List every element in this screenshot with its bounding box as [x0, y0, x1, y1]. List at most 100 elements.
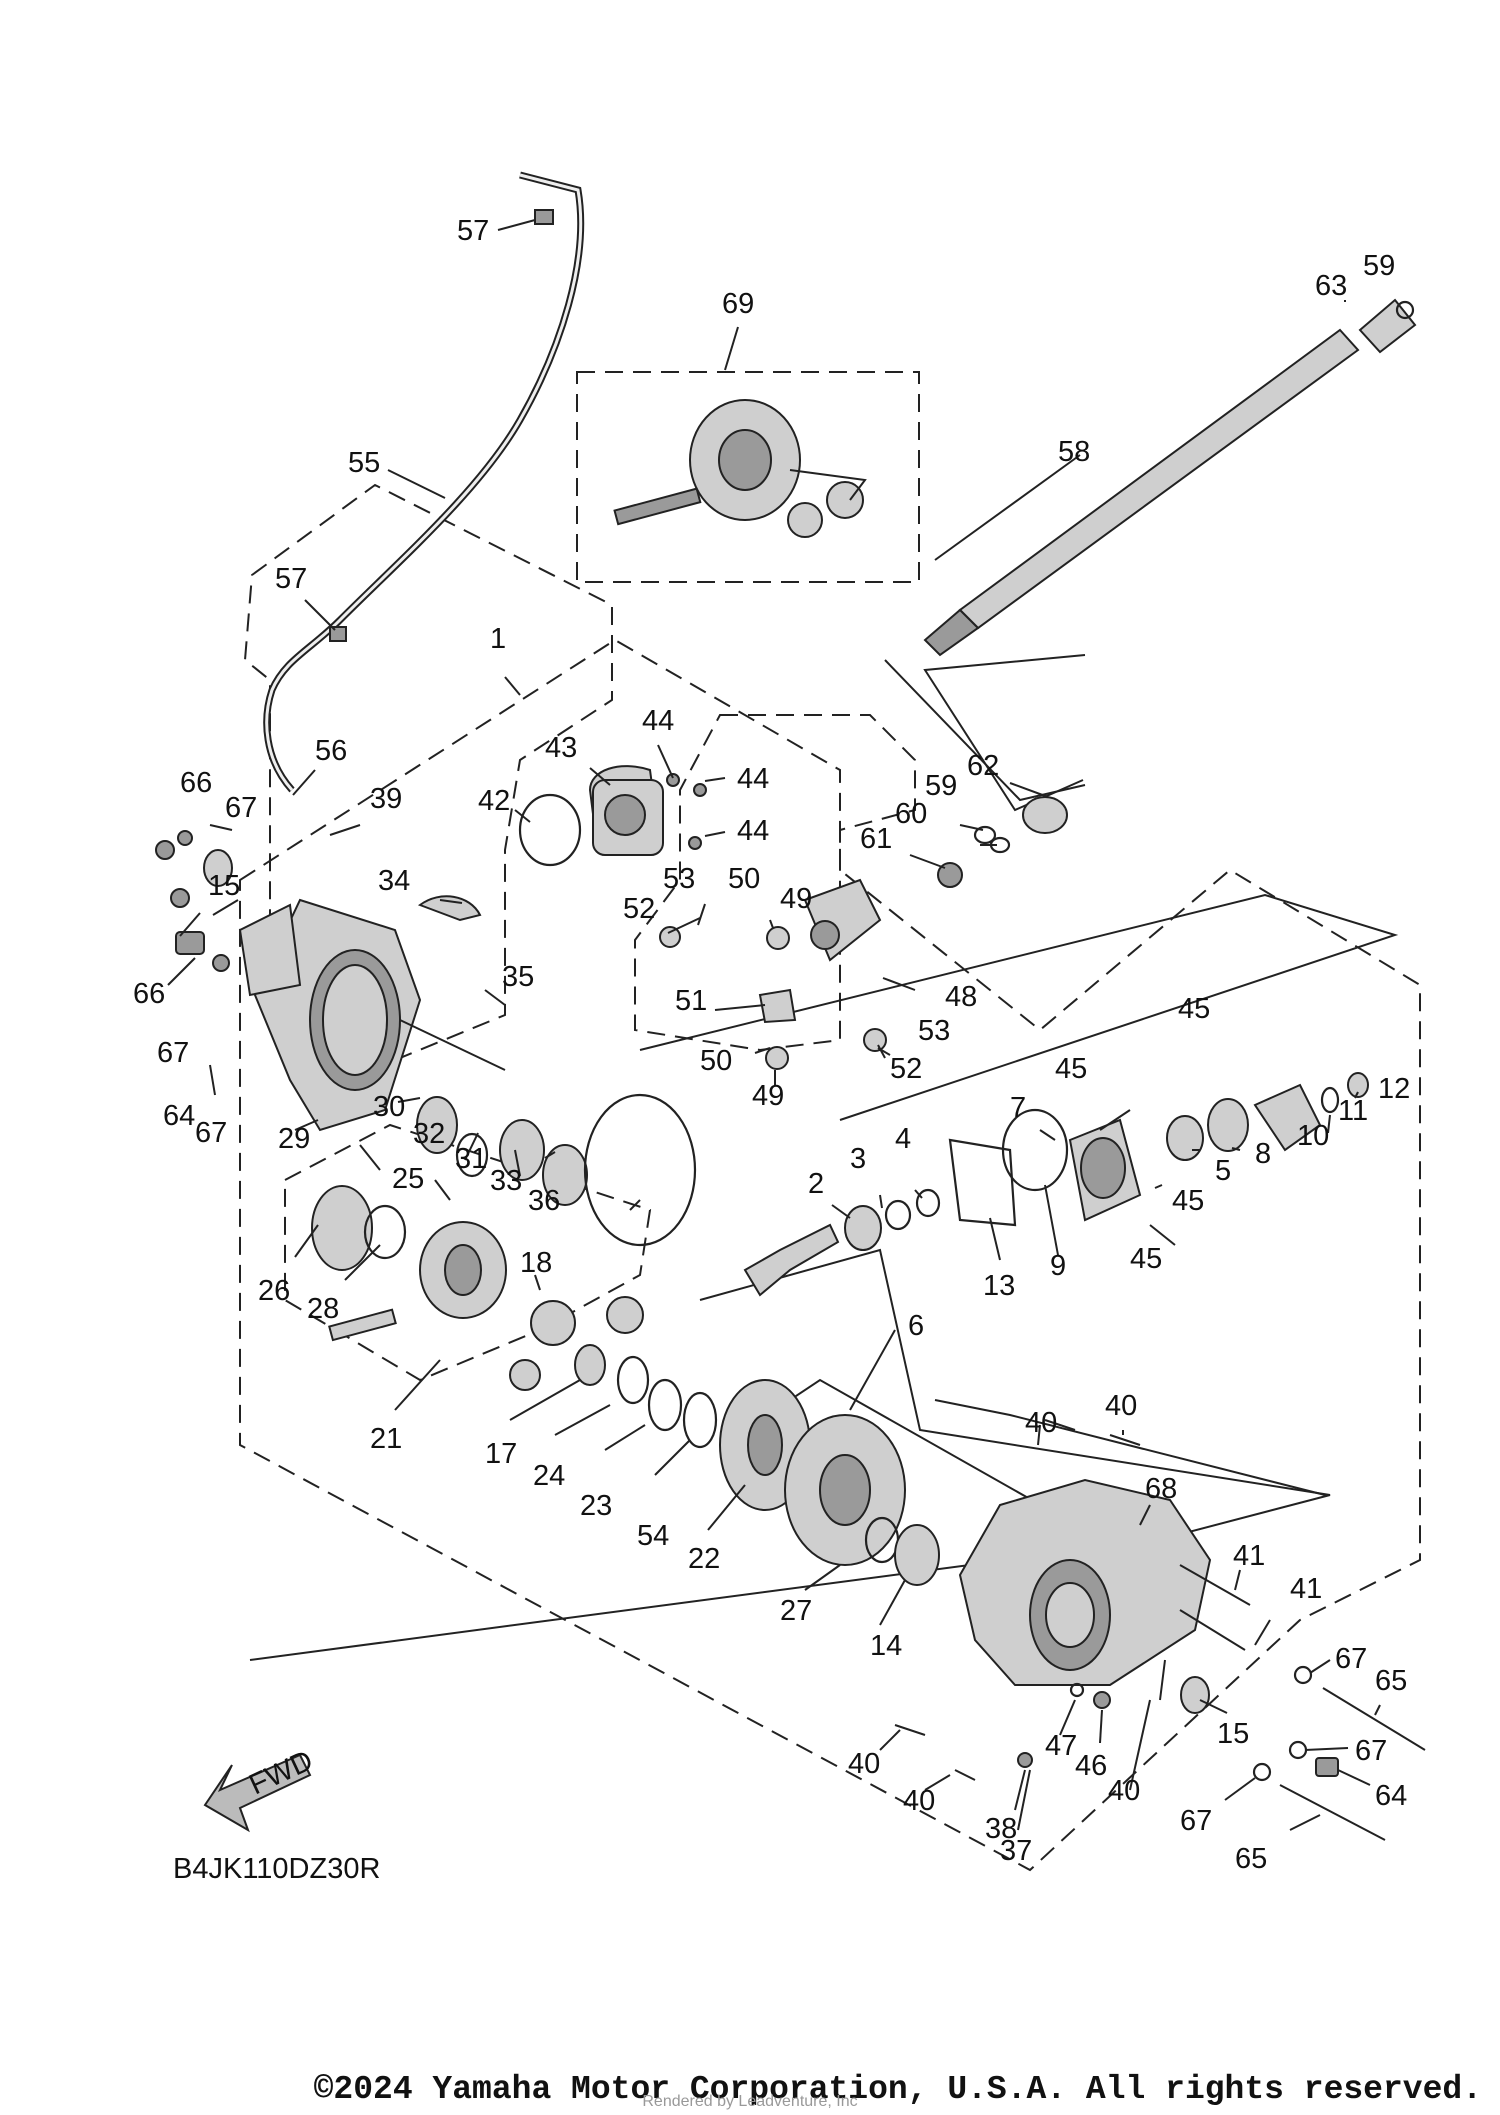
callout-21: 21: [370, 1423, 402, 1455]
callout-34: 34: [378, 865, 410, 897]
callout-63: 63: [1315, 270, 1347, 302]
subgroup-48-outline: [634, 714, 916, 1052]
callout-68: 68: [1145, 1473, 1177, 1505]
callout-11: 11: [1338, 1095, 1368, 1127]
callout-27: 27: [780, 1595, 812, 1627]
callout-45: 45: [1178, 993, 1210, 1025]
callout-31: 31: [455, 1143, 487, 1175]
callout-67: 67: [1335, 1643, 1367, 1675]
callout-45: 45: [1055, 1053, 1087, 1085]
callout-41: 41: [1290, 1573, 1322, 1605]
callout-44: 44: [737, 815, 769, 847]
kit-69-outline: [576, 371, 920, 583]
watermark-text: Rendered by Leadventure, Inc: [642, 2093, 858, 2110]
callout-30: 30: [373, 1091, 405, 1123]
callout-35: 35: [502, 961, 534, 993]
callout-3: 3: [850, 1143, 866, 1175]
callout-65: 65: [1235, 1843, 1267, 1875]
callout-67: 67: [157, 1037, 189, 1069]
callout-67: 67: [1355, 1735, 1387, 1767]
callout-32: 32: [413, 1118, 445, 1150]
callout-5: 5: [1215, 1155, 1231, 1187]
callout-67: 67: [1180, 1805, 1212, 1837]
callout-40: 40: [1108, 1775, 1140, 1807]
callout-50: 50: [728, 863, 760, 895]
assembly-1-outline: [239, 638, 1421, 1872]
cover-43: [518, 765, 707, 867]
callout-12: 12: [1378, 1073, 1410, 1105]
callout-40: 40: [903, 1785, 935, 1817]
callout-39: 39: [370, 783, 402, 815]
callout-33: 33: [490, 1165, 522, 1197]
subgroup-shift-outline: [243, 483, 613, 1062]
callout-56: 56: [315, 735, 347, 767]
copyright-footer: ©2024 Yamaha Motor Corporation, U.S.A. A…: [313, 2071, 1482, 2108]
callout-65: 65: [1375, 1665, 1407, 1697]
callout-66: 66: [133, 978, 165, 1010]
rear-housing-68: [894, 1419, 1426, 1841]
callout-52: 52: [623, 893, 655, 925]
callout-49: 49: [780, 883, 812, 915]
callout-22: 22: [688, 1543, 720, 1575]
callout-44: 44: [642, 705, 674, 737]
callout-38: 38: [985, 1813, 1017, 1845]
callout-41: 41: [1233, 1540, 1265, 1572]
callout-44: 44: [737, 763, 769, 795]
assembly-outlines: [239, 371, 1421, 1872]
brake-line-55: [263, 171, 585, 793]
pinion-group: [743, 1072, 1369, 1297]
yoke-48-parts: [659, 878, 887, 1070]
callout-10: 10: [1297, 1120, 1329, 1152]
callout-6: 6: [908, 1310, 924, 1342]
callout-28: 28: [307, 1293, 339, 1325]
callout-40: 40: [1025, 1407, 1057, 1439]
callout-7: 7: [1010, 1092, 1026, 1124]
callout-45: 45: [1172, 1185, 1204, 1217]
callout-60: 60: [895, 798, 927, 830]
callout-46: 46: [1075, 1750, 1107, 1782]
front-housing-29: [155, 830, 506, 1132]
callout-59: 59: [925, 770, 957, 802]
shift-gears-30-33: [416, 1093, 697, 1247]
pinion-seal-group: [937, 796, 1068, 888]
callout-62: 62: [967, 750, 999, 782]
callout-52: 52: [890, 1053, 922, 1085]
kit-69-parts: [613, 399, 867, 538]
callout-47: 47: [1045, 1730, 1077, 1762]
callout-64: 64: [163, 1100, 195, 1132]
callout-43: 43: [545, 732, 577, 764]
callout-57: 57: [275, 563, 307, 595]
callout-36: 36: [528, 1185, 560, 1217]
callout-51: 51: [675, 985, 707, 1017]
callout-61: 61: [860, 823, 892, 855]
drive-shaft-58: [923, 298, 1417, 657]
callout-45: 45: [1130, 1243, 1162, 1275]
callout-4: 4: [895, 1123, 911, 1155]
callout-15: 15: [1217, 1718, 1249, 1750]
callout-18: 18: [520, 1247, 552, 1279]
callout-53: 53: [663, 863, 695, 895]
callout-13: 13: [983, 1270, 1015, 1302]
callout-53: 53: [918, 1015, 950, 1047]
differential-parts: [311, 1185, 940, 1586]
callout-14: 14: [870, 1630, 902, 1662]
callout-50: 50: [700, 1045, 732, 1077]
callout-26: 26: [258, 1275, 290, 1307]
callout-58: 58: [1058, 436, 1090, 468]
subgroup-diff-outline: [284, 1123, 652, 1382]
callout-25: 25: [392, 1163, 424, 1195]
fwd-label: FWD: [244, 1744, 317, 1801]
callout-55: 55: [348, 447, 380, 479]
callout-64: 64: [1375, 1780, 1407, 1812]
callout-2: 2: [808, 1168, 824, 1200]
callout-69: 69: [722, 288, 754, 320]
callout-37: 37: [1000, 1835, 1032, 1867]
callout-15: 15: [208, 870, 240, 902]
callout-49: 49: [752, 1080, 784, 1112]
callout-59: 59: [1363, 250, 1395, 282]
callout-labels: 57 55 57 56 69 63 59 58 1 43 44 44 44 42…: [133, 215, 1410, 1875]
callout-leaders: [167, 219, 1381, 1831]
callout-8: 8: [1255, 1138, 1271, 1170]
callout-57: 57: [457, 215, 489, 247]
callout-67: 67: [195, 1117, 227, 1149]
